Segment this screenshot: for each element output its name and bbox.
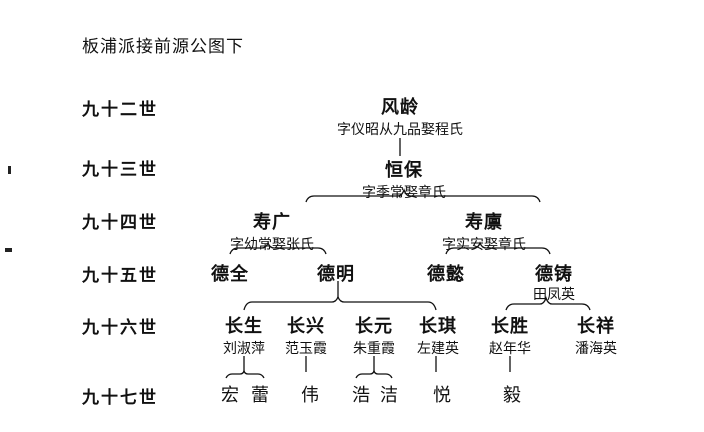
person-changxing: 长兴 范玉霞 xyxy=(285,312,327,358)
person-note: 左建英 xyxy=(417,341,459,357)
person-name: 德铸 xyxy=(535,264,573,285)
person-name: 德明 xyxy=(317,264,355,285)
margin-mark xyxy=(5,248,12,252)
person-hao: 浩 xyxy=(352,385,370,406)
person-note: 朱重霞 xyxy=(353,341,395,357)
person-fengling: 风龄 字仪昭从九品娶程氏 xyxy=(337,93,463,139)
person-name: 长胜 xyxy=(491,316,529,337)
person-name: 德懿 xyxy=(427,264,465,285)
generation-label-95: 九十五世 xyxy=(82,266,158,286)
person-changsheng-2: 长胜 赵年华 xyxy=(489,312,531,358)
person-name: 长元 xyxy=(355,316,393,337)
margin-mark xyxy=(8,166,11,174)
person-wei: 伟 xyxy=(301,385,319,406)
person-note: 赵年华 xyxy=(489,341,531,357)
person-deyi: 德懿 xyxy=(427,260,465,286)
person-hong: 宏 xyxy=(221,385,239,406)
person-note: 潘海英 xyxy=(575,341,617,357)
person-note: 田凤英 xyxy=(533,287,575,303)
person-changxiang: 长祥 潘海英 xyxy=(575,312,617,358)
page-title: 板浦派接前源公图下 xyxy=(82,37,244,57)
generation-label-93: 九十三世 xyxy=(82,160,158,180)
person-yue: 悦 xyxy=(433,385,451,406)
person-shoulin: 寿廪 字实安娶章氏 xyxy=(442,208,526,254)
generation-label-96: 九十六世 xyxy=(82,318,158,338)
person-dezhu: 德铸 田凤英 xyxy=(533,260,575,304)
person-name: 寿广 xyxy=(253,212,291,233)
person-changsheng: 长生 刘淑萍 xyxy=(223,312,265,358)
person-jie: 洁 xyxy=(380,385,398,406)
person-name: 长兴 xyxy=(287,316,325,337)
person-name: 长琪 xyxy=(419,316,457,337)
person-note: 范玉霞 xyxy=(285,341,327,357)
generation-label-94: 九十四世 xyxy=(82,213,158,233)
person-deming: 德明 xyxy=(317,260,355,286)
person-name: 长祥 xyxy=(577,316,615,337)
generation-label-97: 九十七世 xyxy=(82,388,158,408)
person-changqi: 长琪 左建英 xyxy=(417,312,459,358)
person-yi: 毅 xyxy=(503,385,521,406)
person-note: 字幼常娶张氏 xyxy=(230,237,314,253)
person-lei: 蕾 xyxy=(251,385,269,406)
person-dequan: 德全 xyxy=(211,260,249,286)
person-name: 风龄 xyxy=(381,97,419,118)
generation-label-92: 九十二世 xyxy=(82,100,158,120)
person-shouguang: 寿广 字幼常娶张氏 xyxy=(230,208,314,254)
person-name: 德全 xyxy=(211,264,249,285)
person-note: 字实安娶章氏 xyxy=(442,237,526,253)
person-changyuan: 长元 朱重霞 xyxy=(353,312,395,358)
person-name: 长生 xyxy=(225,316,263,337)
person-hengbao: 恒保 字季常娶章氏 xyxy=(362,156,446,202)
person-name: 寿廪 xyxy=(465,212,503,233)
person-note: 字仪昭从九品娶程氏 xyxy=(337,122,463,138)
person-name: 恒保 xyxy=(385,160,423,181)
person-note: 刘淑萍 xyxy=(223,341,265,357)
person-note: 字季常娶章氏 xyxy=(362,185,446,201)
